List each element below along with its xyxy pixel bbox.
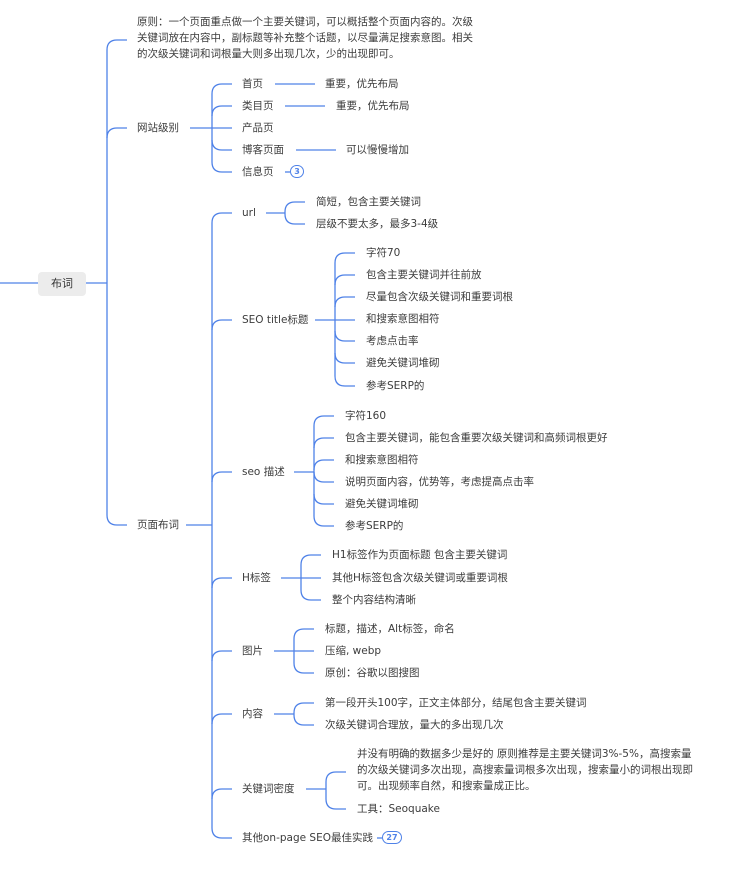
content-item[interactable]: 次级关键词合理放，量大的多出现几次 [325, 719, 504, 731]
h-tag-item[interactable]: H1标签作为页面标题 包含主要关键词 [332, 549, 508, 561]
content-item[interactable]: 第一段开头100字，正文主体部分，结尾包含主要关键词 [325, 697, 587, 709]
homepage-node[interactable]: 首页 [242, 78, 263, 90]
title-item[interactable]: 尽量包含次级关键词和重要词根 [366, 291, 513, 303]
root-node[interactable]: 布词 [38, 272, 86, 296]
desc-item[interactable]: 字符160 [345, 410, 387, 422]
desc-item[interactable]: 包含主要关键词，能包含重要次级关键词和高频词根更好 [345, 432, 608, 444]
url-item[interactable]: 层级不要太多，最多3-4级 [316, 218, 439, 230]
density-node[interactable]: 关键词密度 [242, 783, 295, 795]
content-node[interactable]: 内容 [242, 708, 263, 720]
image-item[interactable]: 压缩, webp [325, 645, 382, 657]
title-item[interactable]: 和搜索意图相符 [366, 313, 440, 325]
title-item[interactable]: 包含主要关键词并往前放 [366, 269, 482, 281]
title-node[interactable]: SEO title标题 [242, 314, 309, 326]
url-node[interactable]: url [242, 207, 256, 219]
page-level-node[interactable]: 页面布词 [137, 519, 179, 531]
h-tag-item[interactable]: 整个内容结构清晰 [332, 594, 416, 606]
title-item[interactable]: 参考SERP的 [366, 380, 425, 392]
other-practices-node[interactable]: 其他on-page SEO最佳实践 [242, 832, 373, 844]
desc-item[interactable]: 避免关键词堆砌 [345, 498, 419, 510]
blog-node[interactable]: 博客页面 [242, 144, 284, 156]
collapsed-count-badge[interactable]: 3 [290, 165, 304, 178]
category-note[interactable]: 重要，优先布局 [336, 100, 410, 112]
desc-item[interactable]: 说明页面内容，优势等，考虑提高点击率 [345, 476, 534, 488]
homepage-note[interactable]: 重要，优先布局 [325, 78, 399, 90]
blog-note[interactable]: 可以慢慢增加 [346, 144, 409, 156]
category-node[interactable]: 类目页 [242, 100, 274, 112]
image-node[interactable]: 图片 [242, 645, 263, 657]
h-tag-node[interactable]: H标签 [242, 572, 271, 584]
desc-item[interactable]: 和搜索意图相符 [345, 454, 419, 466]
density-item[interactable]: 并没有明确的数据多少是好的 原则推荐是主要关键词3%-5%，高搜索量的次级关键词… [357, 748, 693, 792]
title-item[interactable]: 考虑点击率 [366, 335, 419, 347]
h-tag-item[interactable]: 其他H标签包含次级关键词或重要词根 [332, 572, 508, 584]
title-item[interactable]: 避免关键词堆砌 [366, 357, 440, 369]
density-item[interactable]: 工具：Seoquake [357, 803, 440, 815]
image-item[interactable]: 原创：谷歌以图搜图 [325, 667, 420, 679]
principle-node[interactable]: 原则：一个页面重点做一个主要关键词，可以概括整个页面内容的。次级关键词放在内容中… [137, 16, 473, 60]
product-node[interactable]: 产品页 [242, 122, 274, 134]
title-item[interactable]: 字符70 [366, 247, 401, 259]
url-item[interactable]: 简短，包含主要关键词 [316, 196, 421, 208]
desc-item[interactable]: 参考SERP的 [345, 520, 404, 532]
desc-node[interactable]: seo 描述 [242, 466, 285, 478]
image-item[interactable]: 标题，描述，Alt标签，命名 [325, 623, 455, 635]
site-level-node[interactable]: 网站级别 [137, 122, 179, 134]
collapsed-count-badge[interactable]: 27 [382, 831, 402, 844]
info-node[interactable]: 信息页 [242, 166, 274, 178]
